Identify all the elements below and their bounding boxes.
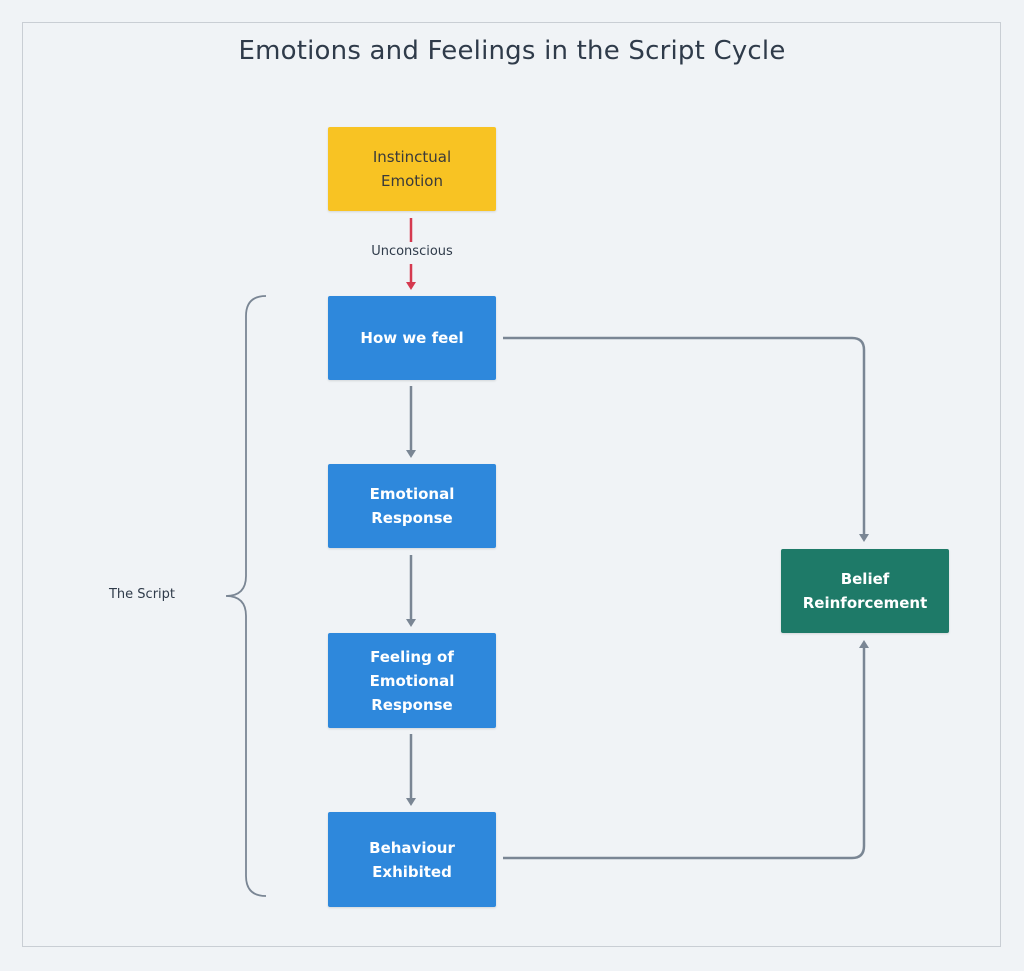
edge-feel-to-response-arrowhead bbox=[406, 450, 416, 458]
node-belief-reinforcement[interactable]: Belief Reinforcement bbox=[781, 549, 949, 633]
script-curly-brace bbox=[225, 295, 267, 897]
node-behaviour-exhibited[interactable]: Behaviour Exhibited bbox=[328, 812, 496, 907]
diagram-frame bbox=[22, 22, 1001, 947]
edge-label-unconscious: Unconscious bbox=[360, 244, 464, 259]
node-how-we-feel[interactable]: How we feel bbox=[328, 296, 496, 380]
edge-feeling-to-behaviour-arrowhead bbox=[406, 798, 416, 806]
diagram-title: Emotions and Feelings in the Script Cycl… bbox=[238, 36, 786, 66]
group-label-the-script: The Script bbox=[108, 587, 175, 602]
node-emotional-response[interactable]: Emotional Response bbox=[328, 464, 496, 548]
edge-feel-to-belief bbox=[503, 336, 866, 534]
edge-unconscious-arrowhead bbox=[406, 282, 416, 290]
edge-response-to-feeling-arrowhead bbox=[406, 619, 416, 627]
edge-behaviour-to-belief-arrowhead bbox=[859, 640, 869, 648]
node-instinctual-emotion[interactable]: Instinctual Emotion bbox=[328, 127, 496, 211]
edge-feel-to-belief-arrowhead bbox=[859, 534, 869, 542]
node-feeling-of-emotional-response[interactable]: Feeling of Emotional Response bbox=[328, 633, 496, 728]
edge-behaviour-to-belief bbox=[503, 648, 866, 860]
